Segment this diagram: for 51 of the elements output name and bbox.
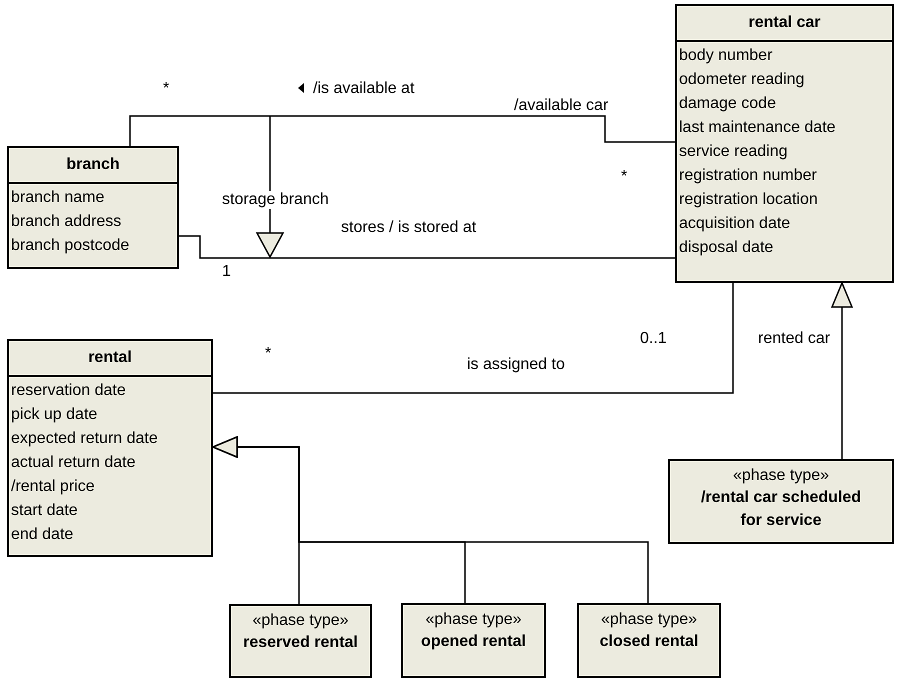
association-line <box>213 283 734 394</box>
generalization-arrow <box>212 436 649 603</box>
generalization-arrow <box>831 282 853 459</box>
role-name: storage branch <box>222 191 329 209</box>
stereotype: «phase type» <box>424 610 523 630</box>
attribute: pick up date <box>11 405 98 425</box>
association-line <box>129 115 675 146</box>
attribute: start date <box>11 501 79 521</box>
attribute: actual return date <box>11 453 137 473</box>
class-name: rental <box>9 341 211 377</box>
multiplicity: 0..1 <box>640 330 667 348</box>
multiplicity: * <box>265 345 272 363</box>
role-name: /available car <box>514 97 608 115</box>
class-name: opened rental <box>420 632 527 652</box>
attribute: registration location <box>679 190 819 210</box>
association-line <box>179 235 675 259</box>
class-name: /rental car scheduled for service <box>700 488 862 531</box>
class-name: closed rental <box>598 632 700 652</box>
multiplicity: 1 <box>222 263 231 281</box>
attribute: damage code <box>679 94 777 114</box>
attribute: branch name <box>11 188 106 208</box>
multiplicity: * <box>163 80 170 98</box>
attribute: registration number <box>679 166 818 186</box>
role-name: rented car <box>758 330 830 348</box>
attribute: last maintenance date <box>679 118 837 138</box>
class-name: reserved rental <box>242 633 359 653</box>
stereotype: «phase type» <box>732 466 830 486</box>
attribute: end date <box>11 525 74 545</box>
attribute: expected return date <box>11 429 159 449</box>
phase-type-box <box>229 604 372 678</box>
phase-type-box <box>577 603 721 678</box>
phase-type-box <box>668 459 894 544</box>
attribute: reservation date <box>11 381 127 401</box>
attribute: branch postcode <box>11 236 130 256</box>
stereotype: «phase type» <box>600 610 698 630</box>
attribute: body number <box>679 46 774 66</box>
class-name: rental car <box>677 6 892 42</box>
attribute: /rental price <box>11 477 96 497</box>
multiplicity: * <box>621 168 628 186</box>
class-box <box>675 4 894 283</box>
attribute: acquisition date <box>679 214 792 234</box>
stereotype: «phase type» <box>251 611 350 631</box>
class-box <box>7 339 213 557</box>
attribute: disposal date <box>679 238 774 258</box>
edge-label: is assigned to <box>467 356 565 374</box>
class-name: branch <box>9 148 177 184</box>
attribute: branch address <box>11 212 122 232</box>
phase-type-box <box>401 603 546 678</box>
attribute: odometer reading <box>679 70 806 90</box>
attribute: service reading <box>679 142 788 162</box>
class-box <box>7 146 179 269</box>
